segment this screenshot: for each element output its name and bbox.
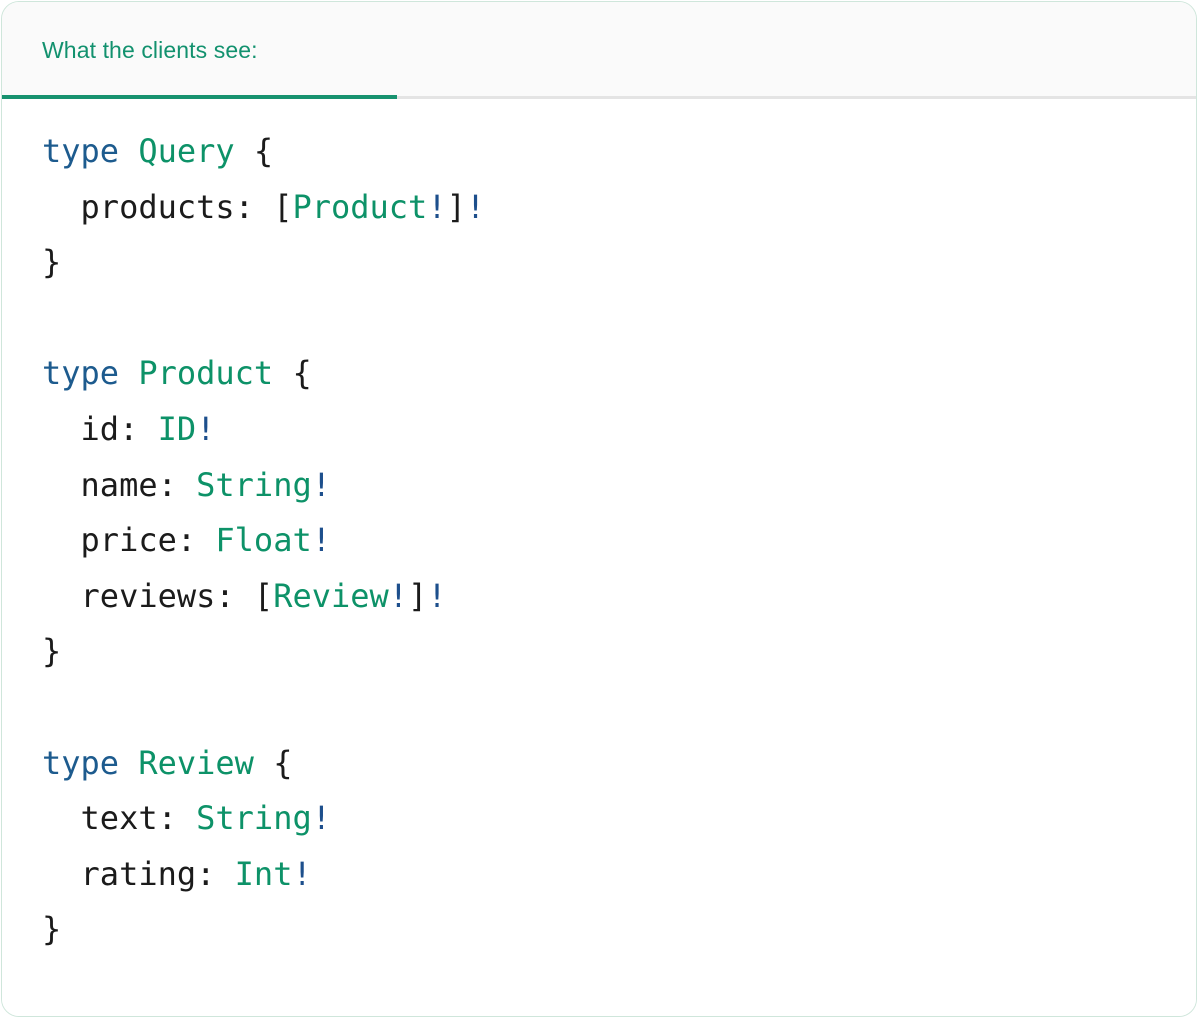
- code-token-type: Query: [138, 132, 235, 170]
- code-token-bang: !: [311, 521, 331, 560]
- code-token-punc: ]: [408, 576, 428, 615]
- code-token-field: price: [80, 521, 177, 560]
- code-token-plain: [215, 855, 234, 893]
- code-token-bang: !: [427, 576, 447, 615]
- code-token-field: id: [80, 409, 120, 448]
- code-viewer[interactable]: type Query { products: [Product!]!} type…: [2, 99, 1196, 1016]
- code-token-punc: [: [273, 187, 293, 226]
- code-token-punc: :: [157, 799, 177, 838]
- code-token-bang: !: [465, 187, 486, 226]
- code-token-punc: :: [176, 521, 197, 560]
- code-line: products: [Product!]!: [42, 180, 1196, 236]
- code-token-plain: [235, 132, 254, 170]
- code-token-type: Product: [138, 354, 274, 393]
- code-token-bang: !: [311, 465, 331, 504]
- code-token-type: Float: [215, 521, 312, 560]
- code-token-type: Review: [138, 743, 254, 782]
- tab-label: What the clients see:: [42, 37, 258, 63]
- active-tab-underline: [2, 95, 397, 99]
- code-token-plain: [119, 354, 138, 392]
- code-line: reviews: [Review!]!: [42, 569, 1196, 625]
- code-line: text: String!: [42, 791, 1196, 847]
- code-token-punc: :: [157, 465, 177, 504]
- code-token-punc: }: [42, 243, 62, 282]
- tab-bar: What the clients see:: [2, 2, 1196, 99]
- code-token-bang: !: [427, 187, 447, 226]
- code-line: type Review {: [42, 736, 1196, 792]
- code-token-punc: {: [253, 132, 274, 170]
- code-token-punc: :: [234, 187, 254, 226]
- code-token-field: name: [80, 465, 158, 504]
- code-token-field: rating: [80, 854, 197, 893]
- code-token-type: String: [196, 799, 312, 838]
- code-token-field: text: [80, 799, 158, 838]
- code-line: }: [42, 902, 1196, 958]
- code-token-plain: [235, 577, 254, 615]
- code-line: rating: Int!: [42, 847, 1196, 903]
- code-token-type: Product: [292, 187, 428, 226]
- code-line: }: [42, 624, 1196, 680]
- code-token-plain: [254, 188, 273, 226]
- code-token-type: String: [196, 465, 312, 504]
- tab-what-the-clients-see[interactable]: What the clients see:: [2, 2, 397, 99]
- code-token-plain: [273, 354, 292, 392]
- code-line: type Query {: [42, 124, 1196, 180]
- code-line: price: Float!: [42, 513, 1196, 569]
- tab-bar-divider: [2, 96, 1196, 99]
- code-token-punc: ]: [446, 187, 466, 226]
- code-line: type Product {: [42, 346, 1196, 402]
- code-token-plain: [177, 799, 196, 837]
- code-token-plain: [177, 466, 196, 504]
- code-token-type: Review: [273, 576, 389, 615]
- code-token-punc: :: [215, 576, 235, 615]
- code-token-kw: type: [42, 354, 120, 393]
- code-token-plain: [196, 521, 215, 559]
- code-token-punc: {: [273, 743, 293, 782]
- code-token-field: products: [80, 187, 235, 226]
- code-line: [42, 680, 1196, 736]
- code-token-plain: [119, 132, 138, 170]
- code-token-punc: }: [42, 632, 62, 671]
- code-line: [42, 291, 1196, 347]
- code-token-bang: !: [292, 854, 312, 893]
- code-line: }: [42, 235, 1196, 291]
- graphql-schema-code: type Query { products: [Product!]!} type…: [42, 124, 1196, 958]
- code-token-bang: !: [196, 409, 216, 448]
- code-token-field: reviews: [80, 576, 216, 615]
- code-token-punc: [: [253, 576, 274, 615]
- code-line: id: ID!: [42, 402, 1196, 458]
- code-token-plain: [138, 410, 157, 448]
- code-token-punc: }: [42, 910, 62, 949]
- code-token-plain: [119, 744, 138, 782]
- code-line: name: String!: [42, 458, 1196, 514]
- code-token-plain: [254, 744, 273, 782]
- code-token-type: ID: [157, 409, 197, 448]
- code-token-bang: !: [311, 799, 331, 838]
- code-token-kw: type: [42, 132, 120, 170]
- code-token-bang: !: [388, 576, 409, 615]
- code-token-kw: type: [42, 743, 120, 782]
- code-token-punc: :: [196, 854, 216, 893]
- code-token-type: Int: [234, 854, 293, 893]
- code-token-punc: :: [119, 409, 139, 448]
- code-token-punc: {: [292, 354, 312, 393]
